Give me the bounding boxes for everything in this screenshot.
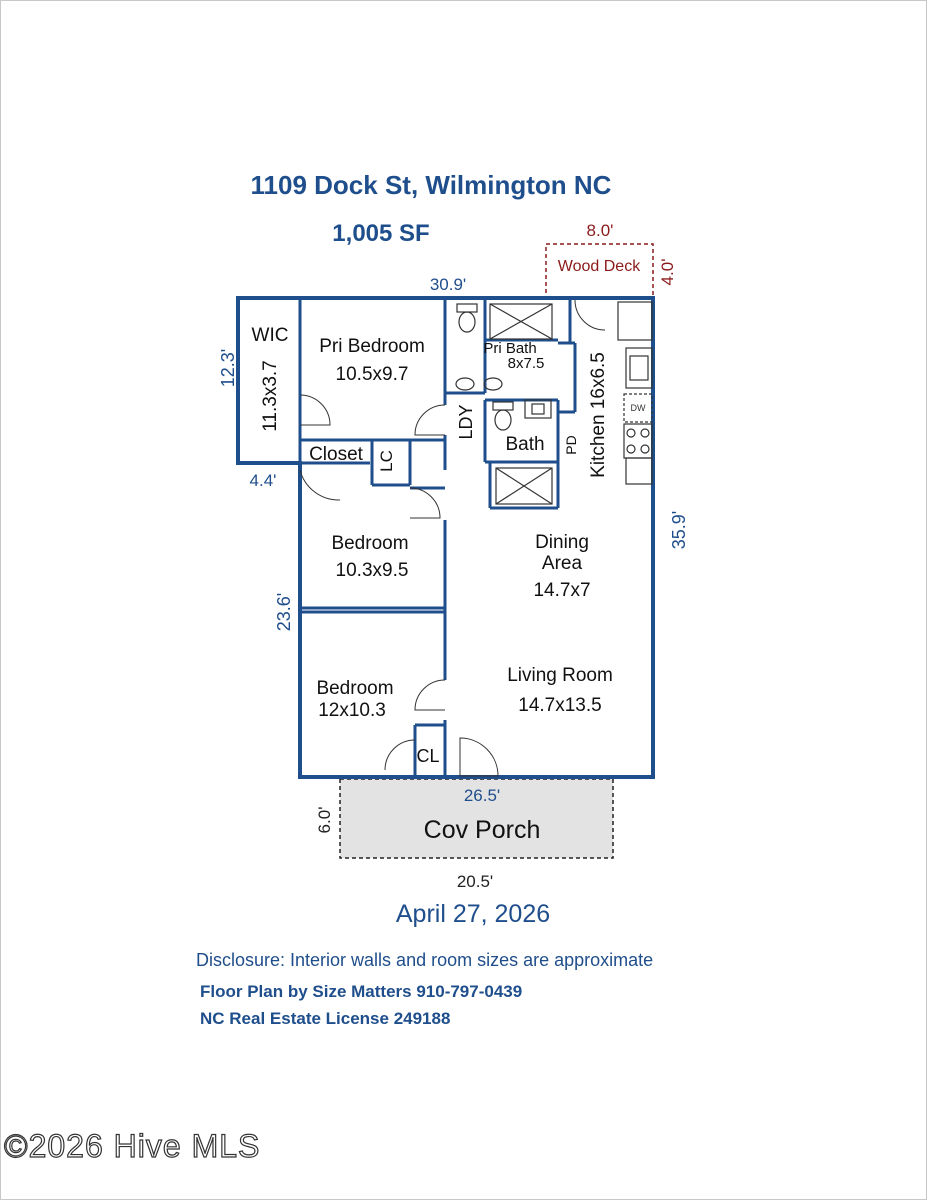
wood-deck-label: Wood Deck — [558, 258, 641, 275]
wic-width-label: 4.4' — [250, 471, 277, 490]
wic-label: WIC — [252, 325, 289, 346]
deck-depth-label: 4.0' — [658, 259, 677, 286]
right-height-label: 35.9' — [669, 511, 689, 549]
exterior-walls — [236, 296, 655, 779]
address-title: 1109 Dock St, Wilmington NC — [250, 170, 612, 200]
bedroom-2-label: Bedroom — [331, 533, 408, 554]
pantry-door-label: PD — [563, 435, 579, 454]
interior-walls — [298, 298, 577, 777]
company-credit: Floor Plan by Size Matters 910-797-0439 — [200, 982, 523, 1001]
plan-date: April 27, 2026 — [395, 900, 551, 928]
bathroom-fixtures — [455, 301, 653, 505]
top-width-label: 30.9' — [430, 275, 466, 294]
pri-bedroom-size: 10.5x9.7 — [336, 364, 409, 385]
linen-closet-label: LC — [377, 450, 396, 472]
deck-width-label: 8.0' — [587, 221, 614, 240]
left-height-label: 23.6' — [274, 593, 294, 631]
dining-size: 14.7x7 — [533, 580, 590, 601]
porch-width-label: 20.5' — [457, 872, 493, 891]
closet-label: Closet — [309, 444, 364, 465]
covered-porch-label: Cov Porch — [424, 816, 541, 844]
kitchen-label: Kitchen 16x6.5 — [588, 352, 609, 478]
watermark: ©2026 Hive MLS — [3, 1127, 261, 1164]
closet-cl-label: CL — [416, 746, 439, 766]
living-room-size: 14.7x13.5 — [518, 695, 601, 716]
disclosure-text: Disclosure: Interior walls and room size… — [196, 950, 654, 970]
porch-depth-label: 6.0' — [315, 807, 334, 834]
bedroom-2-size: 10.3x9.5 — [336, 560, 409, 581]
bottom-width-label: 26.5' — [464, 786, 500, 805]
dishwasher-label: DW — [631, 403, 646, 413]
pri-bath-size: 8x7.5 — [508, 355, 545, 372]
bedroom-3-size: 12x10.3 — [318, 700, 386, 721]
dining-label-line1: Dining — [535, 532, 589, 553]
wic-height-label: 12.3' — [218, 349, 238, 387]
wic-size: 11.3x3.7 — [260, 360, 281, 431]
laundry-label: LDY — [456, 404, 476, 439]
bath-label: Bath — [505, 434, 544, 455]
pri-bath-label: Pri Bath — [483, 340, 536, 357]
bedroom-3-label: Bedroom — [316, 678, 393, 699]
wood-deck-outline — [545, 243, 654, 299]
license-number: NC Real Estate License 249188 — [200, 1009, 451, 1028]
door-swings — [299, 299, 606, 777]
dining-label-line2: Area — [542, 553, 583, 574]
living-room-label: Living Room — [507, 665, 613, 686]
square-footage: 1,005 SF — [332, 220, 430, 247]
pri-bedroom-label: Pri Bedroom — [319, 336, 425, 357]
